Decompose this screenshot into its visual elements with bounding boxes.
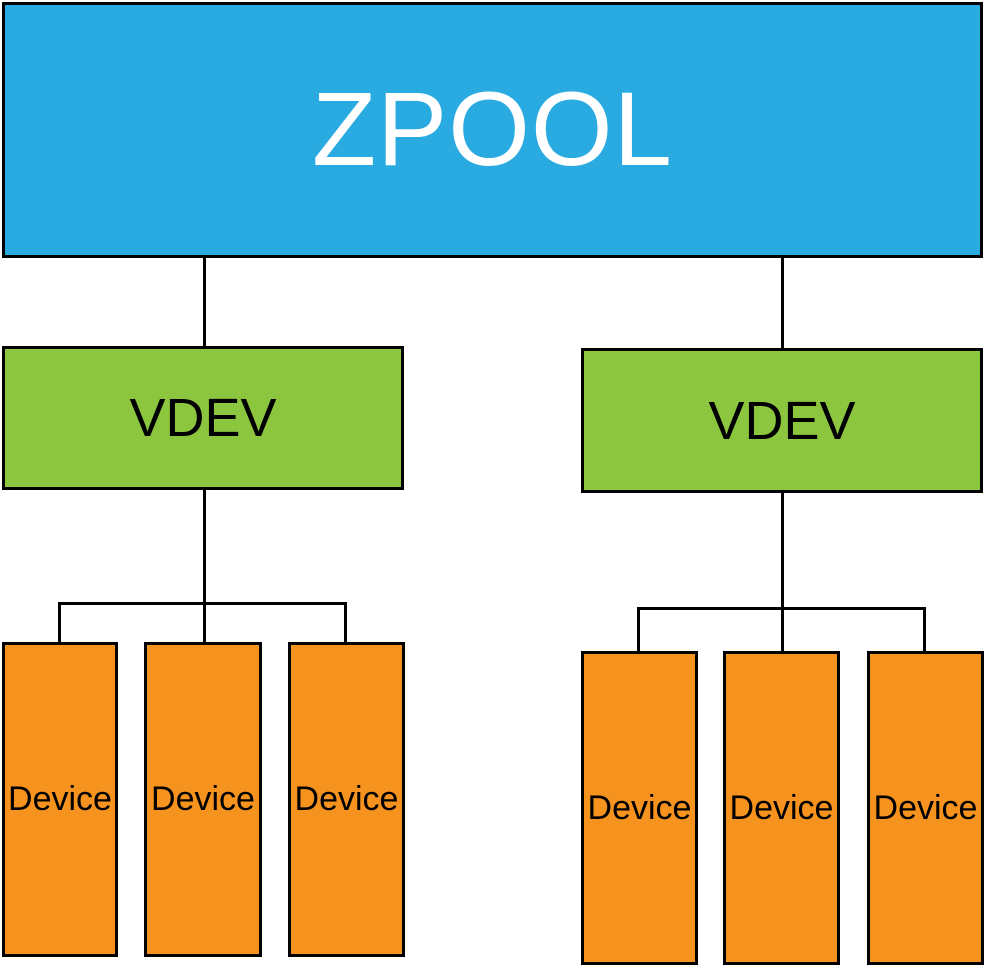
vdev-node-left: VDEV [2,346,404,490]
device-node-left-3: Device [288,642,405,957]
connector-pool-to-vdev-left [203,258,206,346]
device-node-left-2: Device [144,642,262,957]
connector-pool-to-vdev-right [781,258,784,348]
connector-left-device-1-drop [58,602,61,642]
connector-vdev-right-trunk [781,493,784,652]
zpool-node: ZPOOL [2,2,983,258]
connector-right-device-1-drop [637,607,640,652]
connector-vdev-right-crossbar [637,607,926,610]
device-right-1-label: Device [587,788,692,827]
vdev-right-label: VDEV [708,390,856,451]
connector-vdev-left-trunk [203,490,206,642]
connector-vdev-left-crossbar [58,602,347,605]
vdev-node-right: VDEV [581,348,983,493]
device-node-left-1: Device [2,642,118,957]
device-left-2-label: Device [151,780,255,818]
vdev-left-label: VDEV [129,388,277,448]
connector-right-device-3-drop [923,607,926,652]
device-left-1-label: Device [8,780,112,818]
zpool-label: ZPOOL [312,71,673,188]
device-node-right-3: Device [867,651,984,965]
device-right-3-label: Device [873,788,978,827]
device-right-2-label: Device [729,788,834,827]
device-node-right-1: Device [581,651,698,965]
device-left-3-label: Device [294,780,399,818]
device-node-right-2: Device [723,651,840,965]
connector-left-device-3-drop [344,602,347,642]
